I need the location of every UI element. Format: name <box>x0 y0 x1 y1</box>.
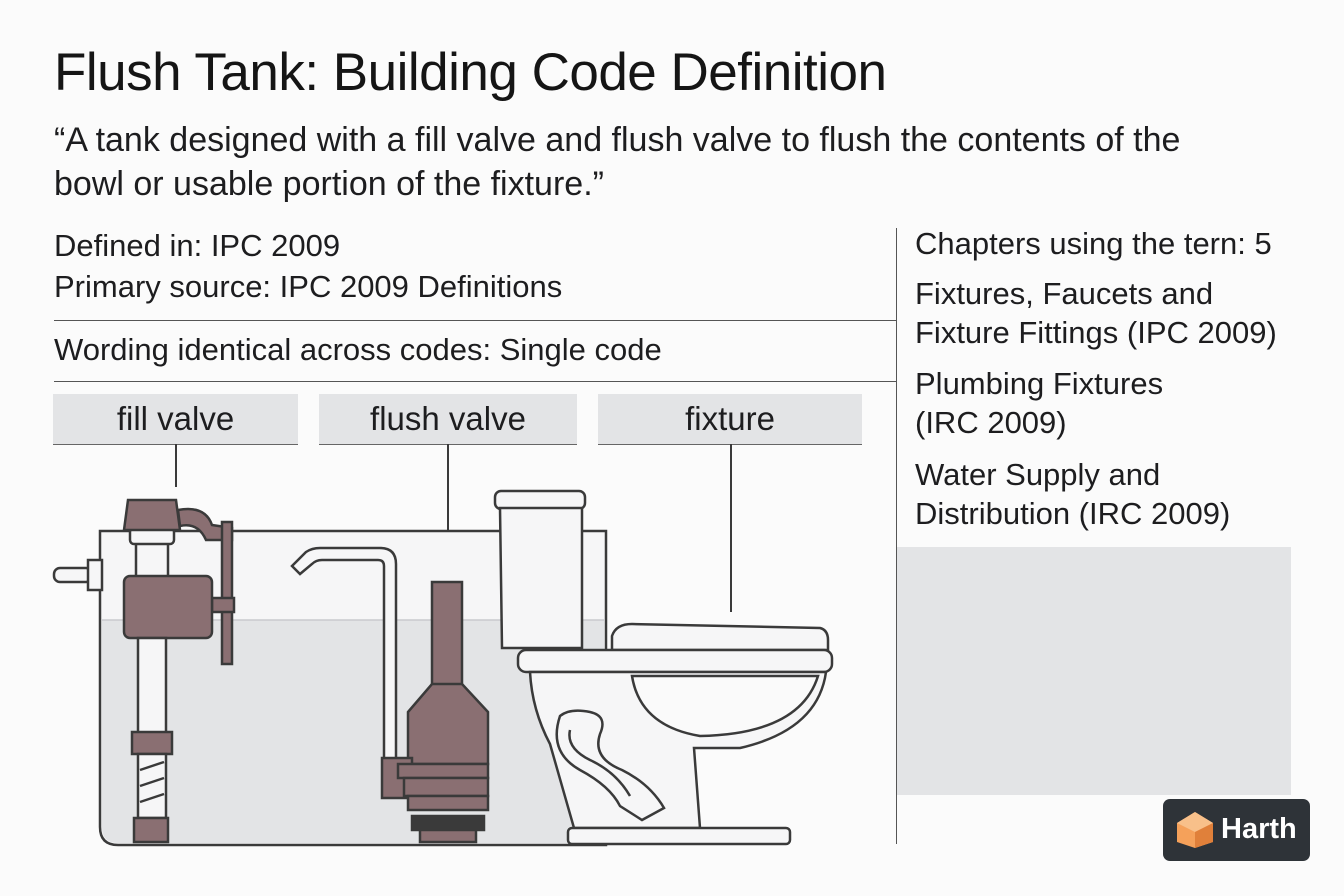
defined-in-text: Defined in: IPC 2009 <box>54 228 341 263</box>
column-divider <box>896 228 897 844</box>
divider-top <box>54 320 897 321</box>
divider-bottom <box>54 381 897 382</box>
wording-text: Wording identical across codes: Single c… <box>54 332 662 367</box>
chapter-item: Fixtures, Faucets and Fixture Fittings (… <box>915 276 1277 350</box>
chapters-count: Chapters using the tern: 5 <box>915 226 1272 261</box>
flush-valve-label: flush valve <box>319 394 577 445</box>
brand-name: Harth <box>1221 813 1297 845</box>
flush-valve-icon <box>290 546 490 844</box>
toilet-icon <box>493 489 834 846</box>
chapter-item: Plumbing Fixtures (IRC 2009) <box>915 366 1164 440</box>
definition-quote: “A tank designed with a fill valve and f… <box>54 121 1181 203</box>
fill-valve-icon <box>52 498 236 844</box>
chapter-item: Water Supply and Distribution (IRC 2009) <box>915 457 1231 531</box>
fill-valve-label: fill valve <box>53 394 298 445</box>
page-title: Flush Tank: Building Code Definition <box>54 43 887 102</box>
primary-source-text: Primary source: IPC 2009 Definitions <box>54 269 563 304</box>
fixture-label: fixture <box>598 394 862 445</box>
empty-panel <box>897 547 1291 795</box>
brand-logo: Harth <box>1163 799 1310 861</box>
harth-logo-icon <box>1177 812 1213 848</box>
